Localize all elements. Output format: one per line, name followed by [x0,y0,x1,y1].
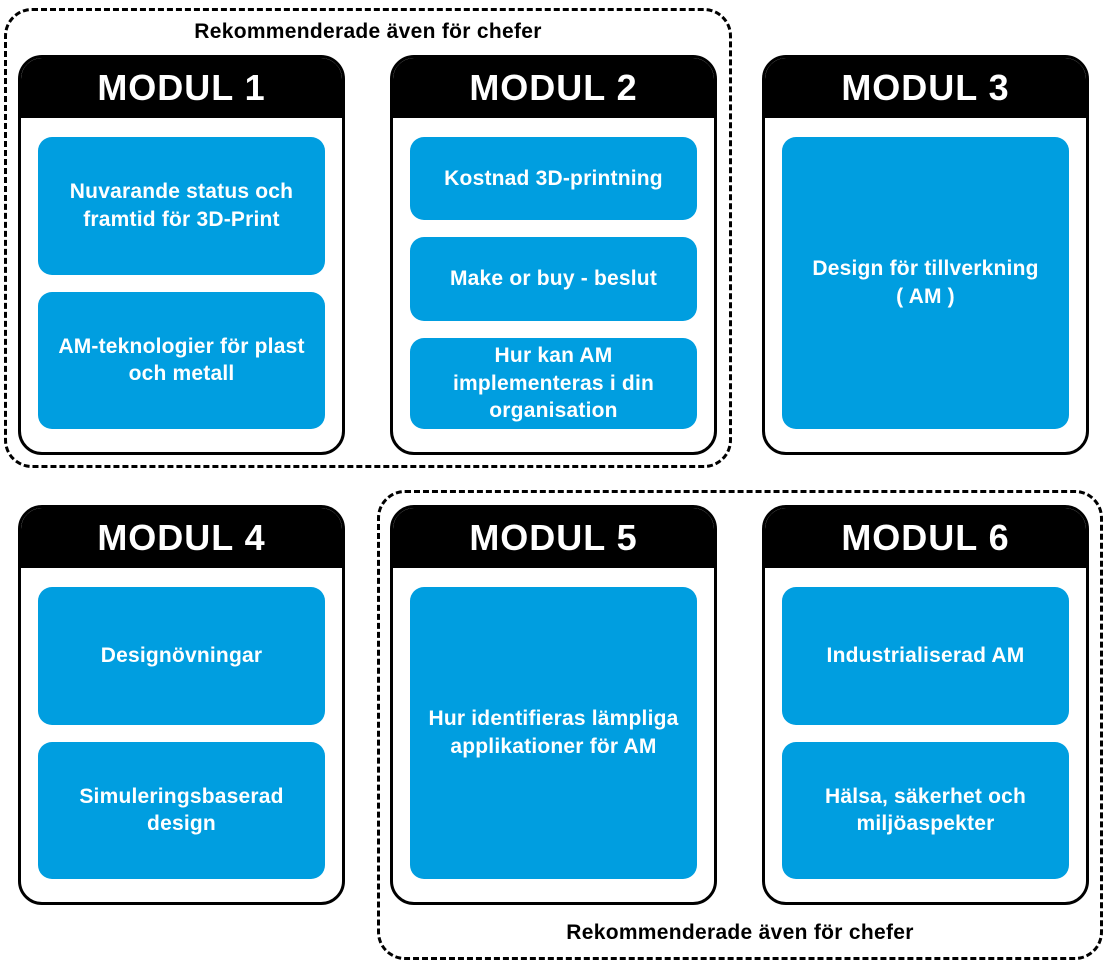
module-1-title: MODUL 1 [97,67,266,108]
module-2-title: MODUL 2 [469,67,638,108]
module-3-title: MODUL 3 [841,67,1010,108]
module-card-6: MODUL 6 Industrialiserad AM Hälsa, säker… [762,505,1089,905]
topic-box: Design för tillverkning ( AM ) [782,137,1069,429]
module-6-header: MODUL 6 [765,508,1086,568]
module-card-2: MODUL 2 Kostnad 3D-printning Make or buy… [390,55,717,455]
topic-label: Hur kan AM implementeras i din organisat… [452,343,655,423]
module-3-header: MODUL 3 [765,58,1086,118]
topic-label: Hur identifieras lämpliga applikationer … [428,707,679,758]
topic-box: AM-teknologier för plast och metall [38,291,325,429]
topic-label: Simuleringsbaserad design [79,784,284,836]
topic-label: Industrialiserad AM [826,643,1025,667]
module-5-header: MODUL 5 [393,508,714,568]
module-2-header: MODUL 2 [393,58,714,118]
module-card-5: MODUL 5 Hur identifieras lämpliga applik… [390,505,717,905]
module-4-title: MODUL 4 [97,517,266,558]
module-card-4: MODUL 4 Designövningar Simuleringsbasera… [18,505,345,905]
module-6-title: MODUL 6 [841,517,1010,558]
topic-box: Simuleringsbaserad design [38,741,325,879]
topic-label: Make or buy - beslut [449,267,658,291]
topic-label: Kostnad 3D-printning [444,166,663,190]
module-3-body: Design för tillverkning ( AM ) [765,118,1086,452]
recommended-group-bottom-label: Rekommenderade även för chefer [566,921,914,944]
topic-box: Hur kan AM implementeras i din organisat… [410,337,697,429]
module-card-1: MODUL 1 Nuvarande status och framtid för… [18,55,345,455]
topic-box: Kostnad 3D-printning [410,137,697,221]
topic-box: Make or buy - beslut [410,237,697,321]
module-card-3: MODUL 3 Design för tillverkning ( AM ) [762,55,1089,455]
topic-box: Hur identifieras lämpliga applikationer … [410,587,697,879]
module-5-body: Hur identifieras lämpliga applikationer … [393,568,714,902]
topic-box: Nuvarande status och framtid för 3D-Prin… [38,137,325,275]
module-6-body: Industrialiserad AM Hälsa, säkerhet och … [765,568,1086,902]
recommended-group-bottom: Rekommenderade även för chefer [377,490,1103,960]
topic-label: Nuvarande status och framtid för 3D-Prin… [69,180,294,231]
topic-label: Design för tillverkning ( AM ) [812,257,1039,308]
recommended-group-top: Rekommenderade även för chefer [4,8,732,468]
module-1-header: MODUL 1 [21,58,342,118]
topic-box: Industrialiserad AM [782,587,1069,725]
module-4-header: MODUL 4 [21,508,342,568]
topic-label: AM-teknologier för plast och metall [58,334,305,386]
module-2-body: Kostnad 3D-printning Make or buy - beslu… [393,118,714,452]
topic-box: Hälsa, säkerhet och miljöaspekter [782,741,1069,879]
topic-box: Designövningar [38,587,325,725]
module-1-body: Nuvarande status och framtid för 3D-Prin… [21,118,342,452]
module-4-body: Designövningar Simuleringsbaserad design [21,568,342,902]
topic-label: Hälsa, säkerhet och miljöaspekter [824,784,1027,836]
topic-label: Designövningar [100,643,263,667]
recommended-group-top-label: Rekommenderade även för chefer [194,20,542,43]
module-5-title: MODUL 5 [469,517,638,558]
